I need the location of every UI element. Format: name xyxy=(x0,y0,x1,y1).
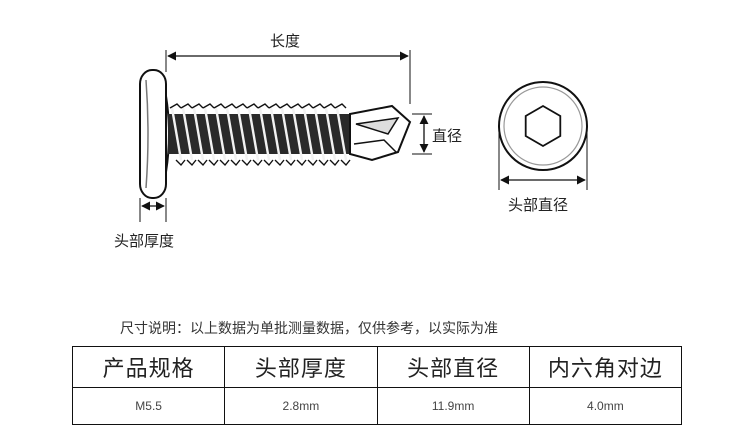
thread-edge xyxy=(334,103,351,167)
screw-head xyxy=(139,69,170,199)
thread-crest xyxy=(181,107,194,161)
thread-edge xyxy=(169,103,186,167)
thread-edge xyxy=(224,103,241,167)
cell-spec: M5.5 xyxy=(71,387,226,425)
hex-socket-icon xyxy=(524,104,562,148)
thread-edge xyxy=(213,103,230,167)
screw-head-front-view: 头部直径 xyxy=(498,81,588,214)
length-dimension: 长度 xyxy=(165,32,411,104)
table-row: M5.5 2.8mm 11.9mm 4.0mm xyxy=(71,387,683,425)
spec-table: 产品规格 头部厚度 头部直径 内六角对边 M5.5 2.8mm 11.9mm 4… xyxy=(71,346,683,425)
thread-crest xyxy=(269,107,282,161)
screw-shank xyxy=(168,103,351,167)
dimension-note: 尺寸说明：以上数据为单批测量数据，仅供参考，以实际为准 xyxy=(120,321,498,337)
cell-head-diameter: 11.9mm xyxy=(376,387,530,425)
thread-crest xyxy=(335,107,348,161)
thread-edge xyxy=(257,103,274,167)
diameter-label: 直径 xyxy=(432,127,462,145)
thread-crest xyxy=(258,107,271,161)
thread-edge xyxy=(202,103,219,167)
head-thickness-dimension: 头部厚度 xyxy=(114,198,174,250)
thread-crest xyxy=(324,107,337,161)
thread-crest xyxy=(203,107,216,161)
thread-crest xyxy=(313,107,326,161)
thread-crest xyxy=(247,107,260,161)
thread-crest xyxy=(280,107,293,161)
header-hex-width: 内六角对边 xyxy=(528,346,683,388)
header-spec: 产品规格 xyxy=(71,346,226,388)
thread-edge xyxy=(312,103,329,167)
thread-edge xyxy=(246,103,263,167)
thread-crest xyxy=(225,107,238,161)
header-head-diameter: 头部直径 xyxy=(376,346,530,388)
thread-edge xyxy=(290,103,307,167)
head-diameter-label: 头部直径 xyxy=(508,196,568,214)
thread-crest xyxy=(214,107,227,161)
thread-crest xyxy=(170,107,183,161)
thread-edge xyxy=(235,103,252,167)
length-label: 长度 xyxy=(270,32,300,50)
thread-crest xyxy=(291,107,304,161)
thread-edge xyxy=(323,103,340,167)
thread-crest xyxy=(302,107,315,161)
drill-point xyxy=(349,104,412,162)
thread-edge xyxy=(191,103,208,167)
diameter-dimension: 直径 xyxy=(412,113,462,155)
thread-edge xyxy=(279,103,296,167)
header-head-thickness: 头部厚度 xyxy=(224,346,378,388)
screw-diagram: 长度 直径 头部厚度 头部直径 xyxy=(114,32,588,250)
thread-crest xyxy=(192,107,205,161)
head-thickness-label: 头部厚度 xyxy=(114,232,174,250)
thread-crest xyxy=(236,107,249,161)
cell-head-thickness: 2.8mm xyxy=(224,387,378,425)
spec-table-header-row: 产品规格 头部厚度 头部直径 内六角对边 xyxy=(71,346,683,388)
cell-hex-width: 4.0mm xyxy=(528,387,683,425)
thread-edge xyxy=(268,103,285,167)
thread-edge xyxy=(180,103,197,167)
thread-lines xyxy=(169,103,351,167)
thread-edge xyxy=(301,103,318,167)
